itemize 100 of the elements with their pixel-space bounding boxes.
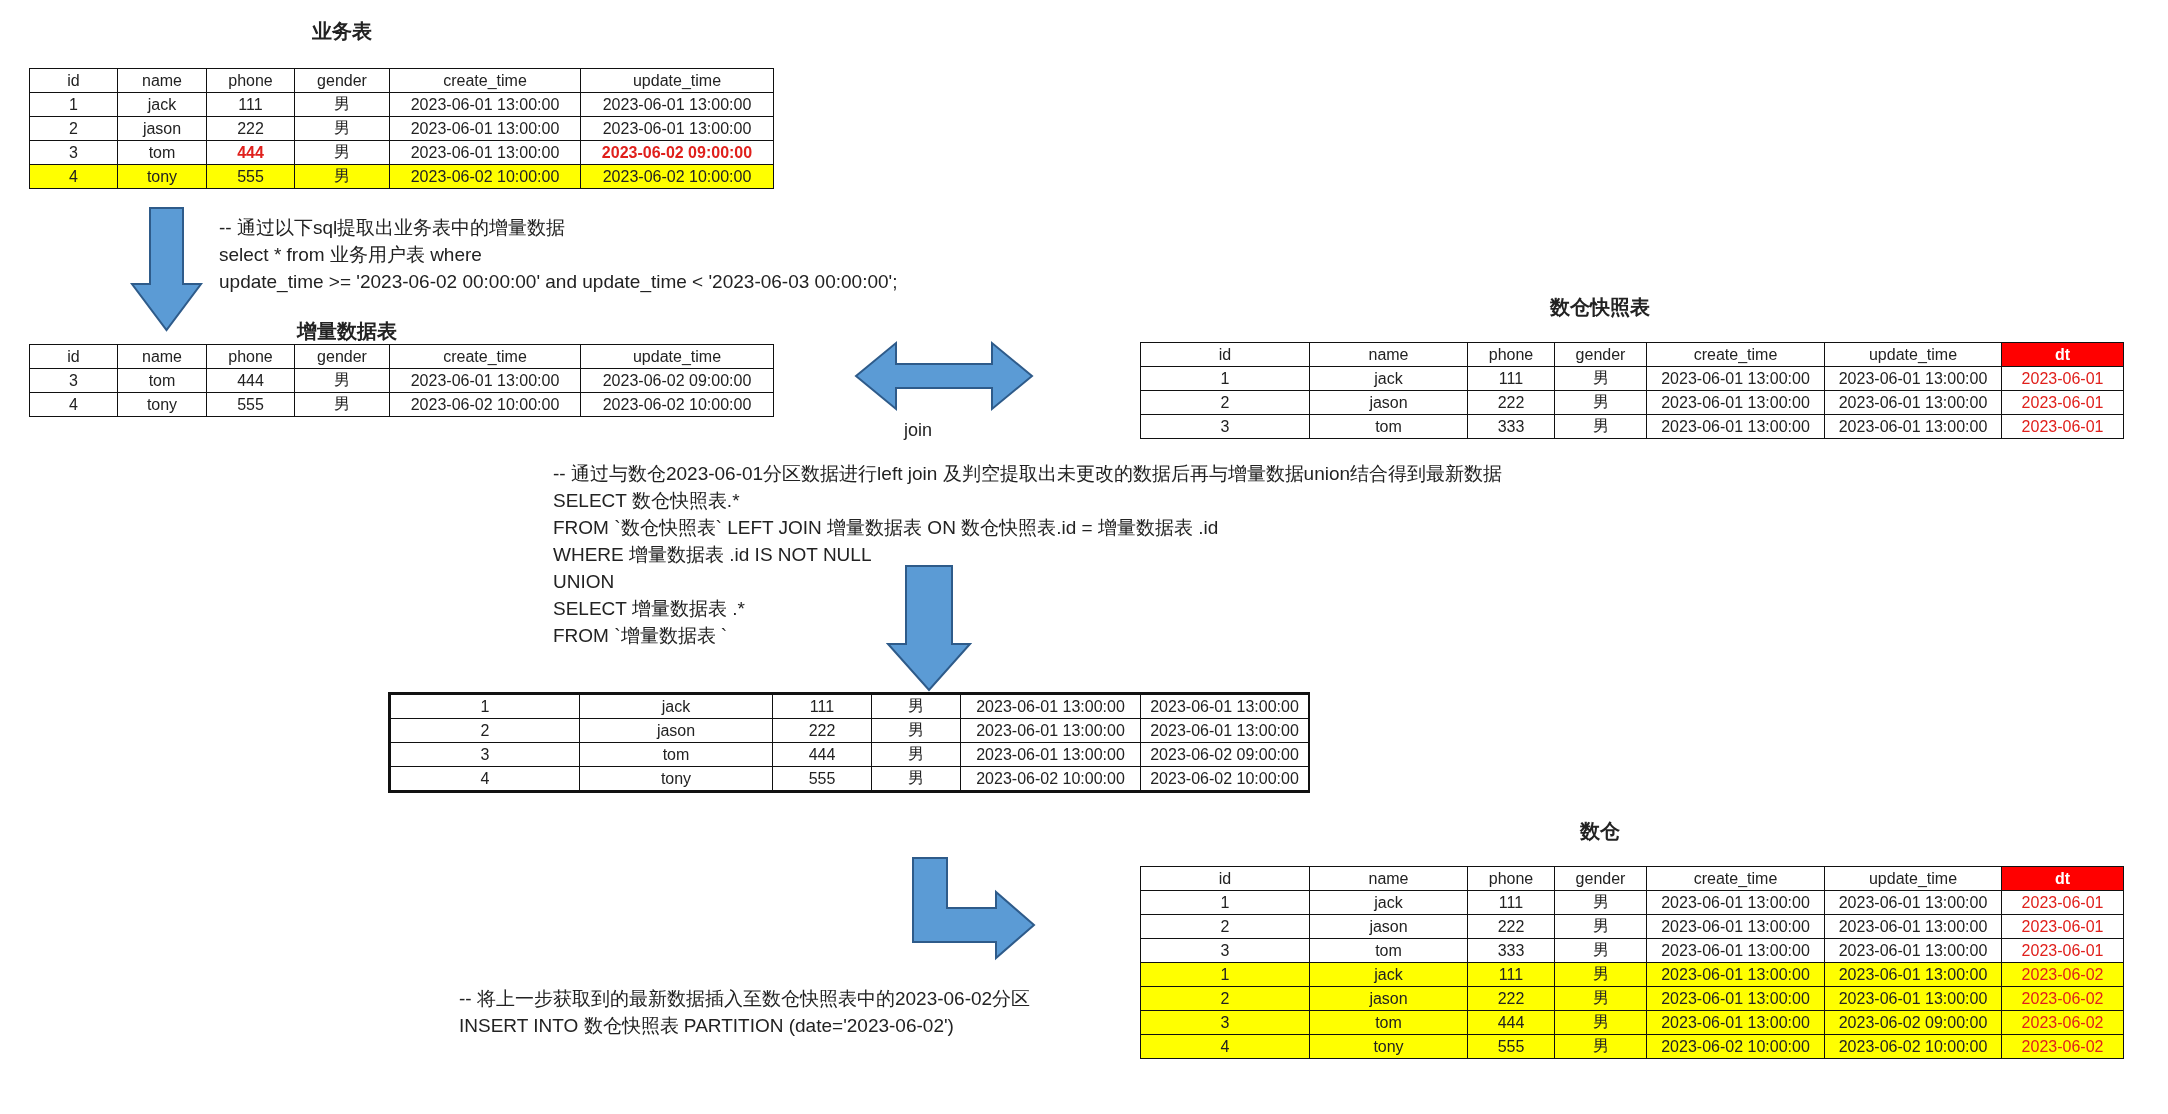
table-cell: 2023-06-02 10:00:00 <box>389 164 581 189</box>
table-cell: 3 <box>1140 1010 1310 1035</box>
table-cell: 222 <box>1467 390 1555 415</box>
table-cell: 2 <box>29 116 118 141</box>
table-cell: 男 <box>1554 1034 1647 1059</box>
header-cell: name <box>1309 866 1468 891</box>
table-cell: 男 <box>294 92 390 117</box>
table-cell: 3 <box>1140 414 1310 439</box>
table-cell: 2023-06-02 10:00:00 <box>1824 1034 2002 1059</box>
table-title: 增量数据表 <box>297 319 397 344</box>
table-cell: 2023-06-02 <box>2001 1010 2124 1035</box>
table-cell: 222 <box>772 718 872 743</box>
table-cell: 2023-06-01 13:00:00 <box>1824 986 2002 1011</box>
table-cell: 男 <box>1554 938 1647 963</box>
sql-line: WHERE 增量数据表 .id IS NOT NULL <box>553 543 872 567</box>
table-cell: tom <box>1309 1010 1468 1035</box>
table-title: 业务表 <box>312 19 372 44</box>
table-cell: 男 <box>1554 390 1647 415</box>
double-block-arrow <box>854 340 1034 412</box>
header-cell: name <box>117 344 207 369</box>
table-cell: jason <box>1309 390 1468 415</box>
table-cell: 男 <box>1554 986 1647 1011</box>
header-cell: gender <box>294 68 390 93</box>
table-cell: 222 <box>206 116 295 141</box>
header-cell: update_time <box>1824 866 2002 891</box>
table-cell: 男 <box>294 116 390 141</box>
table-cell: 2023-06-01 13:00:00 <box>1646 938 1825 963</box>
table-cell: 1 <box>1140 962 1310 987</box>
table-cell: 444 <box>206 140 295 165</box>
table-cell: 2023-06-01 13:00:00 <box>1824 366 2002 391</box>
table-cell: 111 <box>206 92 295 117</box>
table-cell: 2023-06-01 13:00:00 <box>1140 718 1309 743</box>
table-cell: 2023-06-01 13:00:00 <box>960 742 1141 767</box>
table-cell: 男 <box>294 140 390 165</box>
header-cell: id <box>1140 866 1310 891</box>
sql-line: select * from 业务用户表 where <box>219 243 482 267</box>
table-cell: 2 <box>1140 986 1310 1011</box>
table-cell: tony <box>579 766 773 791</box>
sql-line: INSERT INTO 数仓快照表 PARTITION (date='2023-06-02') <box>459 1014 954 1038</box>
header-cell: id <box>29 344 118 369</box>
table-cell: 4 <box>1140 1034 1310 1059</box>
table-cell: 2023-06-01 13:00:00 <box>1646 986 1825 1011</box>
header-cell: phone <box>1467 342 1555 367</box>
table-cell: 3 <box>1140 938 1310 963</box>
sql-line: SELECT 增量数据表 .* <box>553 597 745 621</box>
table-cell: 555 <box>206 164 295 189</box>
table-cell: 男 <box>294 164 390 189</box>
table-cell: 男 <box>1554 962 1647 987</box>
table-cell: 2023-06-01 13:00:00 <box>1646 890 1825 915</box>
table-cell: 2023-06-02 10:00:00 <box>1140 766 1309 791</box>
header-cell: create_time <box>1646 342 1825 367</box>
table-cell: 555 <box>206 392 295 417</box>
table-cell: 444 <box>772 742 872 767</box>
table-cell: 333 <box>1467 414 1555 439</box>
table-cell: 男 <box>294 392 390 417</box>
table-cell: 2023-06-02 <box>2001 962 2124 987</box>
header-cell: gender <box>294 344 390 369</box>
table-cell: 2023-06-01 <box>2001 390 2124 415</box>
table-cell: jack <box>1309 962 1468 987</box>
table-cell: tony <box>1309 1034 1468 1059</box>
table-cell: 2023-06-01 13:00:00 <box>389 92 581 117</box>
table-cell: tom <box>1309 938 1468 963</box>
sql-comment: -- 通过与数仓2023-06-01分区数据进行left join 及判空提取出未更改的数据后再与增量数据union结合得到最新数据 <box>553 462 1503 486</box>
table-cell: 111 <box>1467 366 1555 391</box>
table-cell: 2023-06-02 09:00:00 <box>580 368 774 393</box>
table-cell: tom <box>1309 414 1468 439</box>
table-cell: 2023-06-01 13:00:00 <box>580 116 774 141</box>
table-cell: jack <box>1309 890 1468 915</box>
sql-comment: -- 通过以下sql提取出业务表中的增量数据 <box>219 216 566 240</box>
table-cell: tony <box>117 164 207 189</box>
table-cell: 2023-06-01 13:00:00 <box>1824 938 2002 963</box>
table-cell: 2023-06-01 13:00:00 <box>1646 366 1825 391</box>
table-cell: 男 <box>871 766 961 791</box>
table-cell: jack <box>579 694 773 719</box>
header-cell: phone <box>1467 866 1555 891</box>
table-cell: 2023-06-02 10:00:00 <box>389 392 581 417</box>
table-cell: 1 <box>1140 890 1310 915</box>
table-cell: 2023-06-01 <box>2001 890 2124 915</box>
table-cell: 1 <box>29 92 118 117</box>
header-cell: id <box>1140 342 1310 367</box>
table-cell: 2 <box>390 718 580 743</box>
table-cell: 2023-06-02 10:00:00 <box>580 164 774 189</box>
table-cell: 3 <box>29 140 118 165</box>
table-cell: 2023-06-01 13:00:00 <box>1824 390 2002 415</box>
header-cell: id <box>29 68 118 93</box>
table-cell: 2023-06-02 09:00:00 <box>1140 742 1309 767</box>
table-cell: jack <box>117 92 207 117</box>
table-cell: 2023-06-01 <box>2001 414 2124 439</box>
table-cell: 2023-06-02 09:00:00 <box>1824 1010 2002 1035</box>
table-cell: 男 <box>1554 890 1647 915</box>
table-cell: 111 <box>1467 890 1555 915</box>
table-cell: 2023-06-02 09:00:00 <box>580 140 774 165</box>
block-arrow <box>885 565 973 692</box>
sql-line: update_time >= '2023-06-02 00:00:00' and update_time < '2023-06-03 00:00:00'; <box>219 270 898 295</box>
table-cell: 男 <box>871 742 961 767</box>
table-cell: jason <box>579 718 773 743</box>
table-cell: 2023-06-01 <box>2001 914 2124 939</box>
table-cell: 4 <box>29 392 118 417</box>
table-cell: 2023-06-01 13:00:00 <box>1646 962 1825 987</box>
table-cell: jason <box>117 116 207 141</box>
